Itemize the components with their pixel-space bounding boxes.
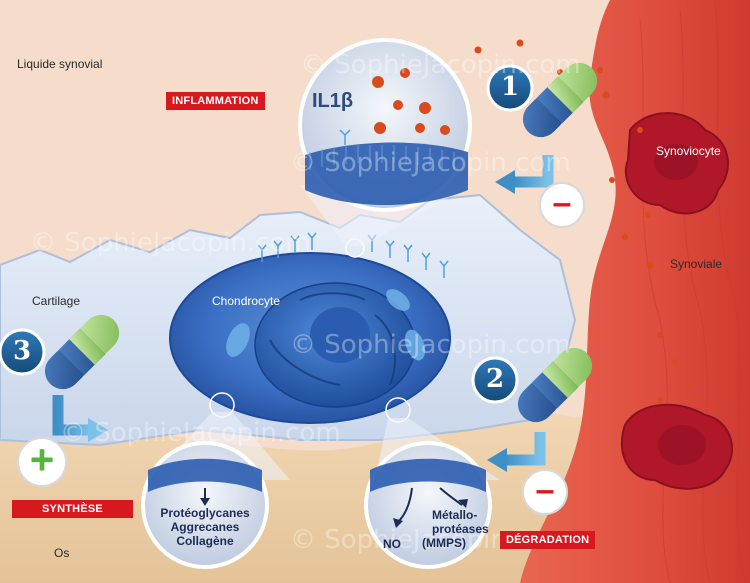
watermark-2: © SophieJacopin.com — [290, 148, 571, 178]
synoviocyte-bottom-nucleus — [658, 425, 706, 465]
nucleolus — [310, 307, 370, 363]
watermark-1: © SophieJacopin.com — [30, 228, 311, 258]
tag-synthese: SYNTHÈSE — [12, 500, 133, 518]
plus-sign: + — [29, 436, 55, 483]
label-synoviale: Synoviale — [670, 257, 723, 271]
capsule-3 — [44, 314, 120, 390]
synthesis-products: Protéoglycanes Aggrecanes Collagène — [150, 506, 260, 548]
text-no: NO — [383, 537, 401, 551]
capsule-1 — [522, 62, 598, 138]
plus-circle — [17, 437, 67, 487]
minus-sign-1: – — [552, 184, 572, 222]
label-liquide-synovial: Liquide synovial — [17, 57, 103, 71]
arrow-3 — [52, 395, 90, 436]
capsule-2 — [517, 347, 593, 423]
label-chondrocyte: Chondrocyte — [212, 294, 281, 308]
tag-degradation: DÉGRADATION — [500, 531, 596, 549]
label-synoviocyte: Synoviocyte — [656, 144, 721, 158]
step-3-badge — [0, 328, 46, 376]
arrow-1 — [515, 155, 554, 188]
text-collagene: Collagène — [176, 534, 234, 548]
step-2-badge — [471, 356, 519, 404]
text-metallo: Métallo- — [432, 508, 478, 522]
il1b-particles — [474, 39, 691, 403]
text-aggrecanes: Aggrecanes — [170, 520, 240, 534]
label-il1b: IL1β — [312, 90, 354, 112]
synoviocyte-top-nucleus — [654, 144, 698, 180]
minus-circle-2 — [522, 469, 568, 515]
watermark-4: © SophieJacopin.com — [60, 418, 341, 448]
watermark-6: © SophieJacopin.com — [300, 50, 581, 80]
text-proteases: protéases — [432, 522, 489, 536]
minus-circle-1 — [539, 182, 585, 228]
watermark-3: © SophieJacopin.com — [290, 330, 571, 360]
label-os: Os — [54, 546, 70, 560]
arrow-2 — [505, 432, 546, 466]
text-mmps: (MMPS) — [422, 536, 466, 550]
step-1-number: 1 — [500, 72, 520, 102]
text-proteoglycanes: Protéoglycanes — [160, 506, 250, 520]
metalloproteases-text: Métallo- protéases (MMPS) — [422, 508, 489, 550]
label-cartilage: Cartilage — [32, 294, 81, 308]
minus-sign-2: – — [535, 471, 555, 509]
tag-inflammation: INFLAMMATION — [166, 92, 265, 110]
step-3-number: 3 — [12, 336, 32, 366]
step-2-number: 2 — [485, 364, 505, 394]
step-1-badge — [486, 64, 534, 112]
